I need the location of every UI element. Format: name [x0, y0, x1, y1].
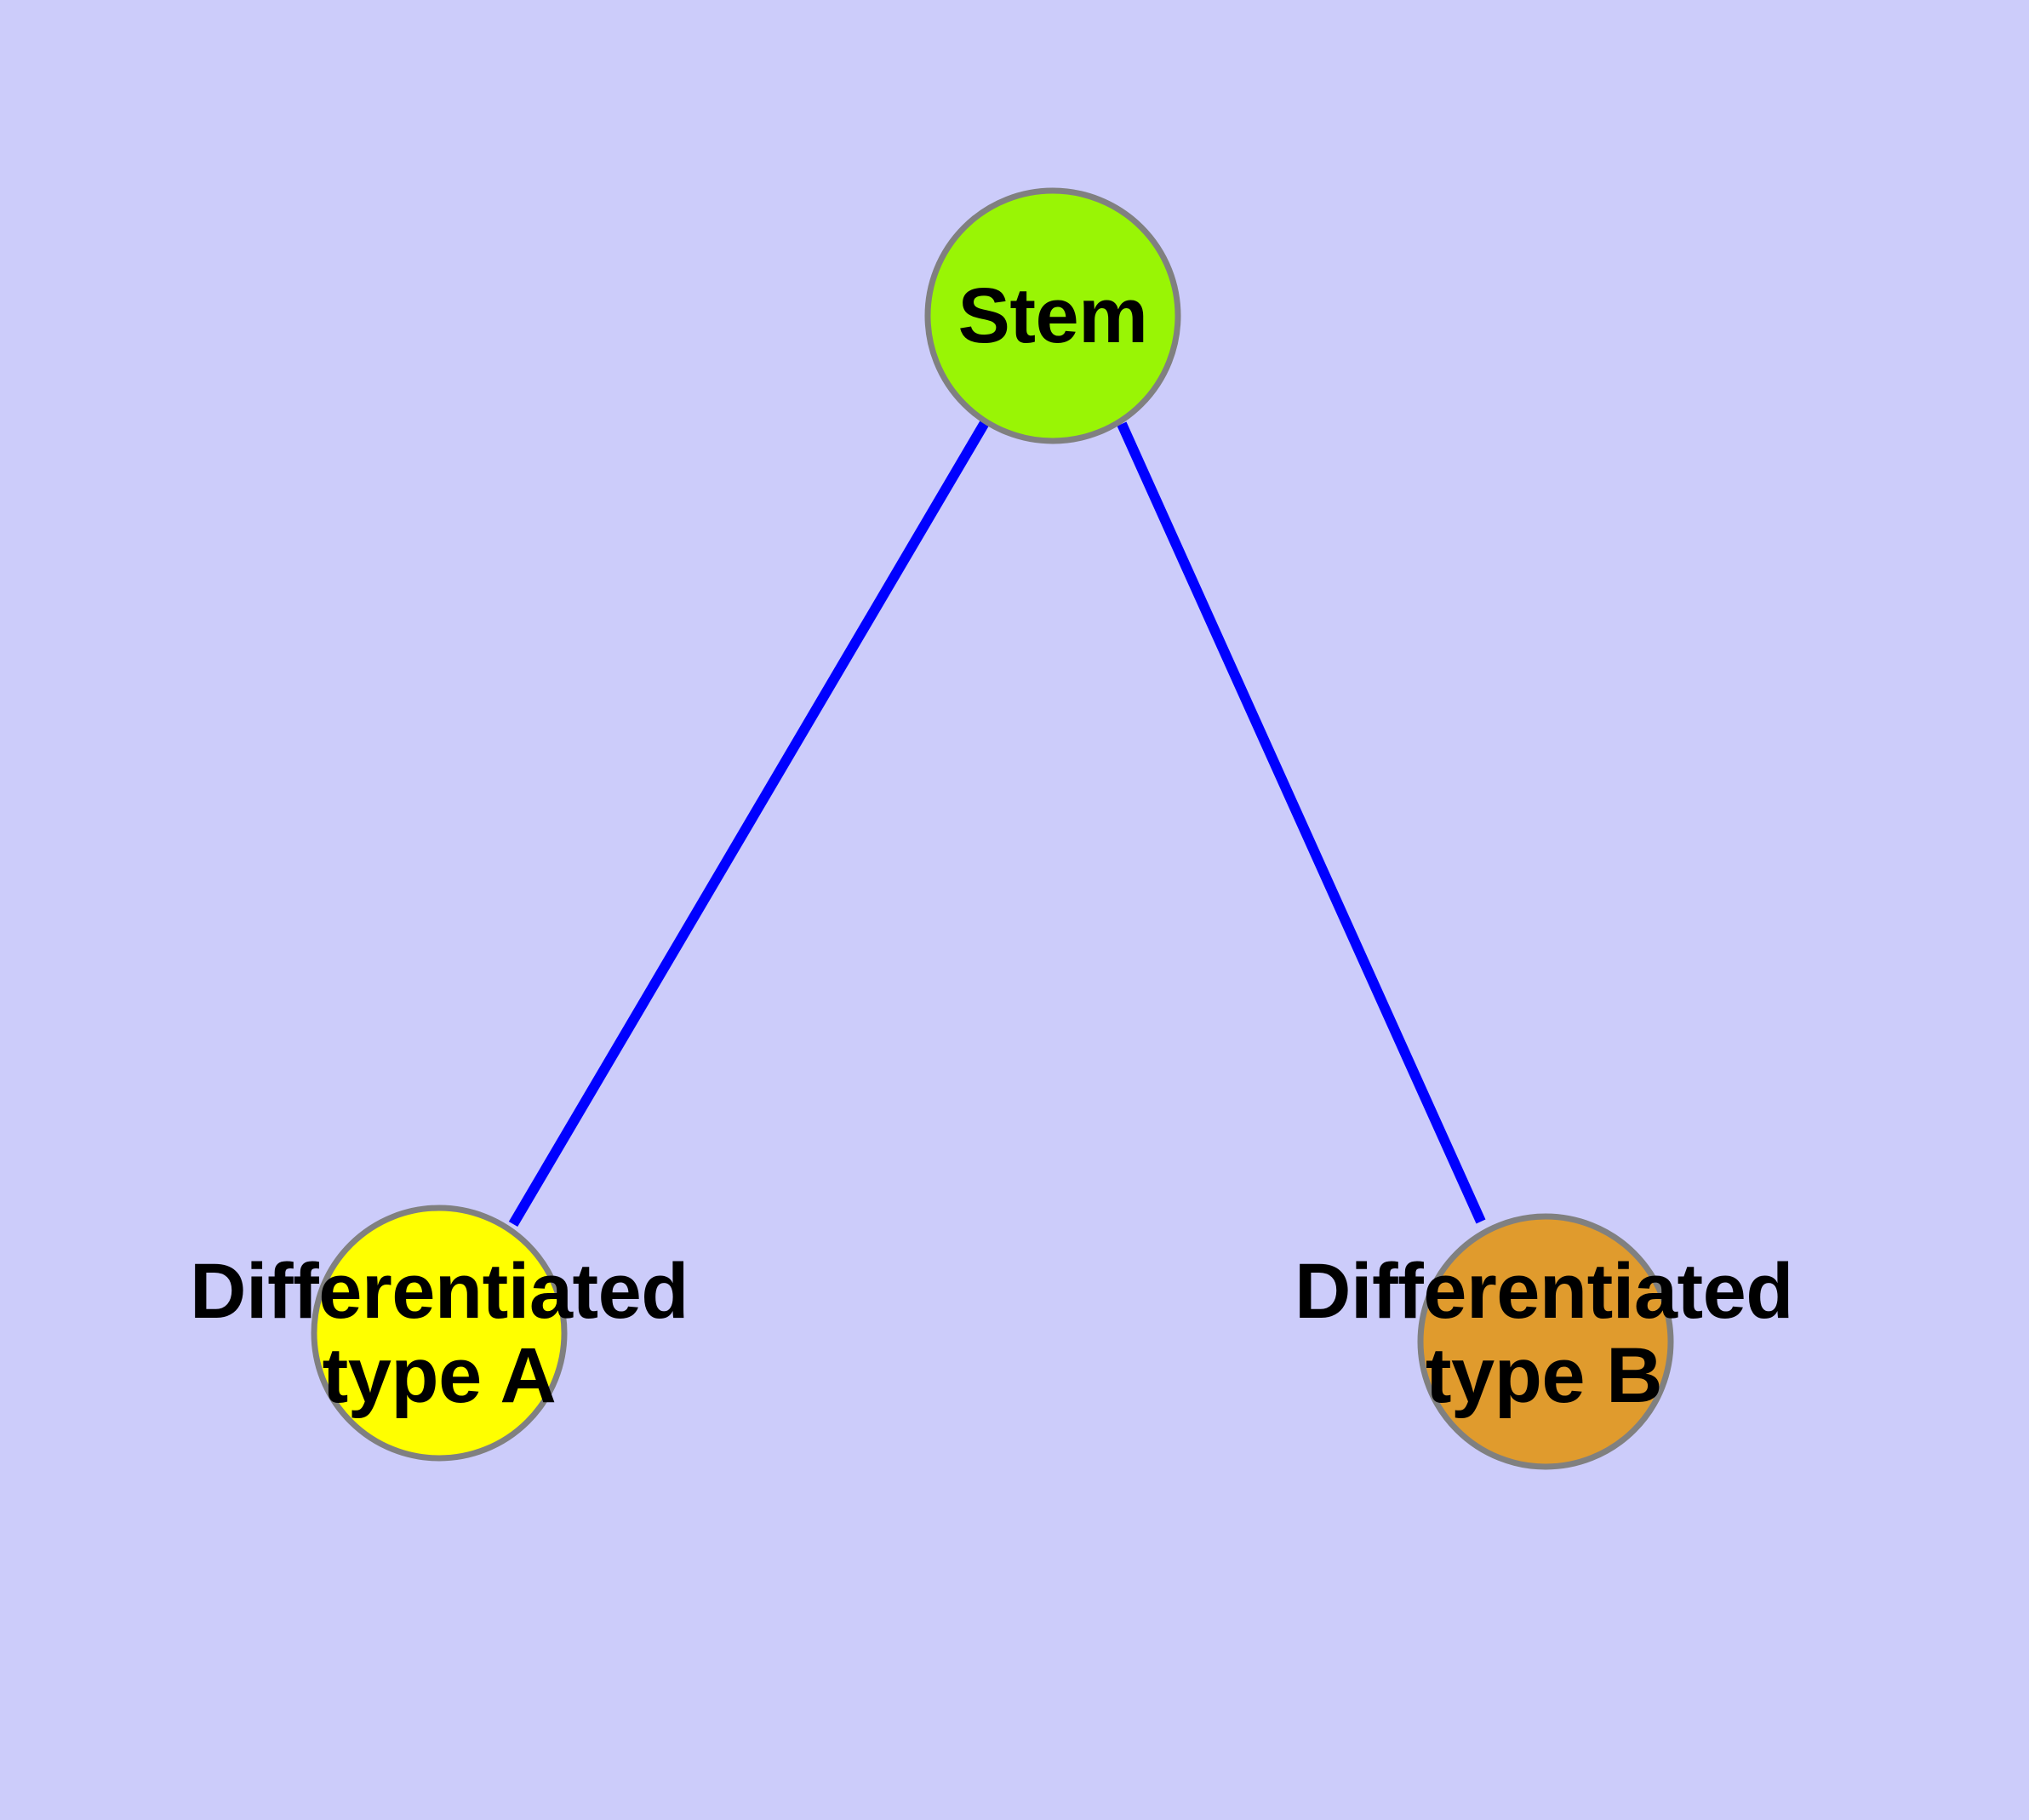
node-circle-stem[interactable] [924, 187, 1181, 444]
edge-stem-to-differentiated-type-a[interactable] [508, 418, 991, 1228]
node-circle-differentiated-type-a[interactable] [311, 1205, 568, 1462]
edge-stem-to-differentiated-type-b[interactable] [1117, 421, 1486, 1224]
node-circle-differentiated-type-b[interactable] [1417, 1213, 1674, 1470]
edge-layer [508, 418, 1486, 1228]
node-layer [311, 187, 1674, 1470]
